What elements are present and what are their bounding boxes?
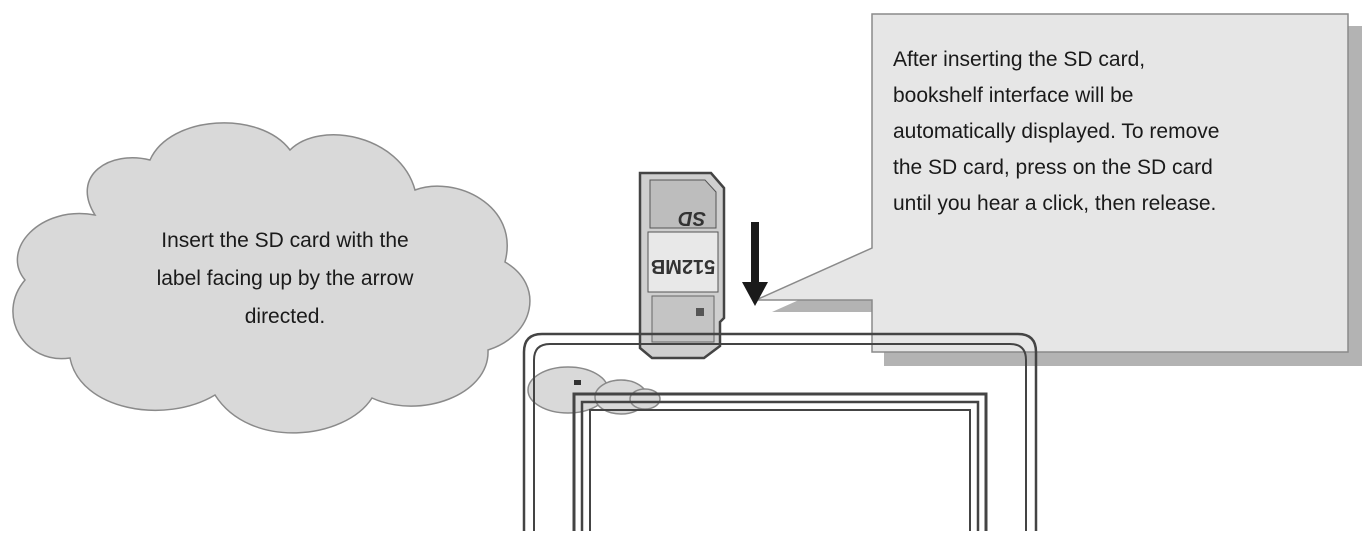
screen-frame-inner bbox=[590, 410, 970, 531]
screen-frame-outer bbox=[574, 394, 986, 531]
cloud-note-line: Insert the SD card with the bbox=[70, 222, 500, 260]
cloud-note-line: label facing up by the arrow bbox=[70, 260, 500, 298]
sd-card-brand-label: SD bbox=[678, 207, 706, 229]
sd-card-capacity-label: 512MB bbox=[651, 255, 715, 277]
sd-card: 512MB SD bbox=[640, 173, 724, 358]
callout-note-line: After inserting the SD card, bbox=[893, 42, 1343, 78]
thought-bubble-large bbox=[528, 367, 608, 413]
callout-note-line: the SD card, press on the SD card bbox=[893, 150, 1343, 186]
sd-card-mark bbox=[696, 308, 704, 316]
callout-note-line: automatically displayed. To remove bbox=[893, 114, 1343, 150]
callout-note-line: until you hear a click, then release. bbox=[893, 186, 1343, 222]
cloud-note-line: directed. bbox=[70, 298, 500, 336]
callout-note-text: After inserting the SD card, bookshelf i… bbox=[893, 42, 1343, 222]
insert-arrow-icon bbox=[742, 222, 768, 306]
thought-bubble-small bbox=[630, 389, 660, 409]
device-inner-frame bbox=[534, 344, 1026, 531]
cloud-note-text: Insert the SD card with the label facing… bbox=[70, 222, 500, 336]
callout-note-line: bookshelf interface will be bbox=[893, 78, 1343, 114]
screen-frame-middle bbox=[582, 402, 978, 531]
device-indicator-light bbox=[574, 380, 581, 385]
